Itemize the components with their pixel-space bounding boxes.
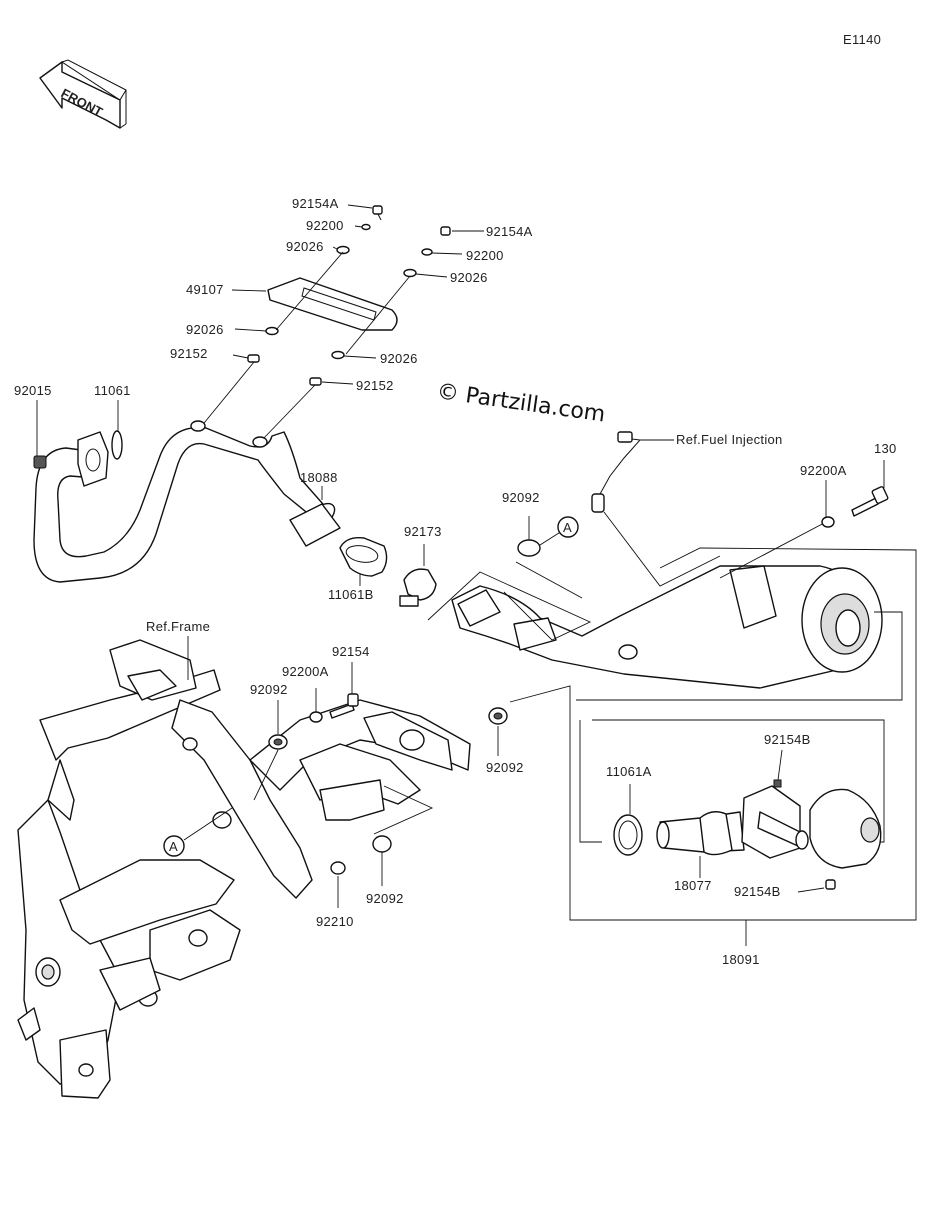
label-18091: 18091 [722,952,760,967]
label-92092-mid: 92092 [486,760,524,775]
label-92154A-left: 92154A [292,196,339,211]
label-92200-left: 92200 [306,218,344,233]
label-92026-right-top: 92026 [450,270,488,285]
label-92173: 92173 [404,524,442,539]
label-92092-top: 92092 [502,490,540,505]
ref-fuel-injection-label: Ref.Fuel Injection [676,432,783,447]
ref-frame-label: Ref.Frame [146,619,210,634]
label-11061: 11061 [94,383,131,398]
o2-sensor-cable [591,431,674,513]
label-130: 130 [874,441,897,456]
label-92026-left-top: 92026 [286,239,324,254]
label-92152-left: 92152 [170,346,208,361]
header-flange [33,400,123,487]
label-18077: 18077 [674,878,712,893]
rubber-grommet-top: A [517,516,579,557]
label-49107: 49107 [186,282,224,297]
diagram-code: E1140 [843,32,881,47]
label-18088: 18088 [300,470,338,485]
label-92200A-right: 92200A [800,463,847,478]
label-92015: 92015 [14,383,52,398]
clamp-92173 [399,544,437,607]
label-92092-left: 92092 [250,682,288,697]
top-leader-lines [199,204,484,441]
marker-a-top: A [563,520,572,535]
exhaust-header-pipe-18088 [33,420,341,583]
label-92200A-mid: 92200A [282,664,329,679]
bolt-130 [821,460,889,528]
label-92092-low: 92092 [366,891,404,906]
silencer-internal-parts [613,749,882,893]
label-92154: 92154 [332,644,370,659]
frame-reference-outline [17,636,471,1099]
label-11061B: 11061B [328,587,374,602]
front-direction-arrow: FRONT [39,59,127,129]
label-92026-left-low: 92026 [186,322,224,337]
label-92200-right: 92200 [466,248,504,263]
gasket-11061B [321,486,388,586]
label-92152-right: 92152 [356,378,394,393]
heat-guard-49107 [267,277,398,331]
partzilla-watermark: © Partzilla.com [435,379,607,427]
muffler-assembly-18091 [451,565,883,689]
label-92154B-top: 92154B [764,732,811,747]
frame-fasteners: A [163,662,508,908]
marker-a-frame: A [169,839,178,854]
label-92154A-right: 92154A [486,224,533,239]
label-92026-right-low: 92026 [380,351,418,366]
label-92154B-low: 92154B [734,884,781,899]
label-92210: 92210 [316,914,354,929]
label-11061A: 11061A [606,764,652,779]
